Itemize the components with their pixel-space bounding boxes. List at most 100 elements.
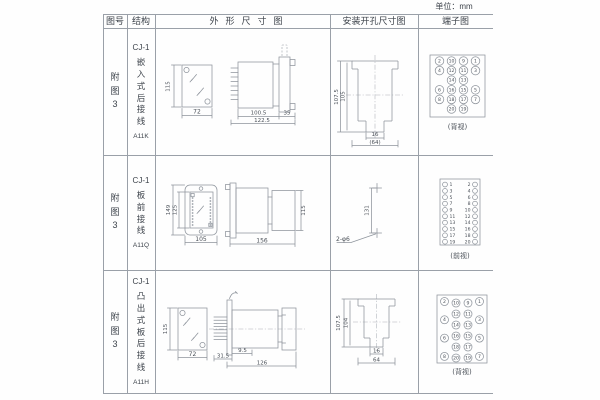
terminal-dots <box>191 197 212 226</box>
dimension-label: 107.5 <box>336 315 342 331</box>
dimension-label: 100.5 <box>251 111 267 117</box>
svg-text:9: 9 <box>467 300 470 306</box>
svg-text:4: 4 <box>438 68 441 74</box>
svg-text:2: 2 <box>468 182 471 188</box>
view-caption: (前视) <box>450 251 470 260</box>
svg-text:11: 11 <box>461 68 467 74</box>
dimension-label: 131 <box>365 205 371 216</box>
svg-text:12: 12 <box>453 311 459 317</box>
header-structure: 结构 <box>131 16 150 26</box>
hole-spec-label: 2-φ6 <box>336 236 350 243</box>
header-terminal: 端子图 <box>441 16 469 26</box>
dimension-label: 105 <box>340 91 346 102</box>
model-code: A11Q <box>132 242 150 250</box>
svg-text:7: 7 <box>478 354 481 360</box>
dimension-label: 105 <box>195 236 207 243</box>
dimension-label: 104 <box>344 317 350 328</box>
svg-text:8: 8 <box>468 201 471 207</box>
header-cutout: 安装开孔尺寸图 <box>342 16 406 26</box>
model-label: CJ-1 <box>132 175 150 185</box>
dimension-label: 156 <box>256 237 268 244</box>
svg-text:16: 16 <box>449 87 455 93</box>
row1-figure-cell: 附图3 <box>103 28 127 155</box>
svg-text:20: 20 <box>449 107 455 113</box>
svg-text:2: 2 <box>443 299 446 305</box>
dimension-label: 115 <box>301 205 307 216</box>
cutout-drawing-a11h: 107.5 104 16 64 <box>336 294 401 366</box>
svg-text:14: 14 <box>453 322 459 328</box>
svg-text:10: 10 <box>465 208 471 214</box>
figure-label: 附图3 <box>110 193 120 231</box>
view-caption: (背视) <box>452 367 472 376</box>
svg-text:19: 19 <box>465 355 471 361</box>
header-fig: 图号 <box>105 16 124 26</box>
svg-text:18: 18 <box>465 233 471 239</box>
svg-text:20: 20 <box>465 239 471 245</box>
dimension-label: 107.5 <box>334 89 340 105</box>
svg-text:17: 17 <box>461 97 467 103</box>
svg-text:11: 11 <box>450 214 456 220</box>
svg-text:10: 10 <box>453 300 459 306</box>
terminal-numbers: 2 4 6 8 10 12 14 16 18 20 9 11 13 15 17 … <box>438 59 477 113</box>
dimension-label: 115 <box>166 81 172 92</box>
svg-text:8: 8 <box>443 354 446 360</box>
dimension-label: 64 <box>373 357 380 363</box>
svg-text:17: 17 <box>465 344 471 350</box>
model-label: CJ-1 <box>132 276 150 286</box>
terminal-circles <box>440 297 484 363</box>
front-view: 115 72 <box>166 64 213 119</box>
dimension-label: 31.5 <box>217 353 230 359</box>
svg-text:15: 15 <box>465 333 471 339</box>
svg-text:7: 7 <box>474 97 477 103</box>
side-view: 100.5 35 122.5 <box>230 44 296 126</box>
model-code: A11K <box>133 133 149 141</box>
dimension-label: (64) <box>369 140 380 146</box>
row3-figure-cell: 附图3 <box>103 270 127 393</box>
svg-text:4: 4 <box>468 189 471 195</box>
side-view: 115 156 <box>225 182 307 247</box>
svg-text:3: 3 <box>450 189 453 195</box>
front-view: 149 125 105 <box>166 184 218 246</box>
dimension-label: 126 <box>257 360 268 366</box>
svg-text:15: 15 <box>450 227 456 233</box>
dimension-label: 149 <box>166 204 172 215</box>
terminal-diagram-a11h: 2 4 6 8 10 12 14 16 18 20 9 11 13 15 17 … <box>436 294 488 376</box>
svg-text:10: 10 <box>449 59 455 65</box>
svg-text:6: 6 <box>438 87 441 93</box>
dimension-label: 72 <box>189 351 197 358</box>
row1-structure-cell: CJ-1 嵌入式后接线 A11K <box>127 28 155 155</box>
svg-text:8: 8 <box>438 97 441 103</box>
dimension-label: 9.5 <box>238 348 247 354</box>
terminal-circles <box>434 56 481 114</box>
svg-text:3: 3 <box>478 317 481 323</box>
svg-text:7: 7 <box>450 201 453 207</box>
dimension-label: 35 <box>284 111 291 117</box>
svg-text:1: 1 <box>474 59 477 65</box>
mount-type-label: 凸出式板后接线 <box>136 290 146 373</box>
svg-text:19: 19 <box>461 107 467 113</box>
svg-text:12: 12 <box>465 214 471 220</box>
svg-text:12: 12 <box>449 68 455 74</box>
svg-text:4: 4 <box>443 317 446 323</box>
side-view: 9.5 31.5 126 <box>209 290 305 369</box>
view-caption: (背视) <box>448 122 468 131</box>
dimension-label: 125 <box>172 204 178 215</box>
terminal-diagram-a11k: 2 4 6 8 10 12 14 16 18 20 9 11 13 15 17 … <box>429 54 486 131</box>
row3-structure-cell: CJ-1 凸出式板后接线 A11H <box>127 270 155 393</box>
svg-text:9: 9 <box>450 208 453 214</box>
svg-text:19: 19 <box>450 239 456 245</box>
mount-type-label: 嵌入式后接线 <box>136 56 146 127</box>
cutout-drawing-a11q: 131 2-φ6 <box>336 183 382 243</box>
svg-text:6: 6 <box>443 336 446 342</box>
svg-text:2: 2 <box>438 59 441 65</box>
svg-text:9: 9 <box>462 59 465 65</box>
svg-text:1: 1 <box>478 299 481 305</box>
dimension-label: 16 <box>373 348 380 354</box>
svg-text:15: 15 <box>461 87 467 93</box>
terminal-circles <box>442 181 478 245</box>
svg-text:13: 13 <box>465 322 471 328</box>
cutout-drawing-a11k: 107.5 105 16 (64) <box>334 55 404 148</box>
figure-label: 附图3 <box>110 312 120 350</box>
